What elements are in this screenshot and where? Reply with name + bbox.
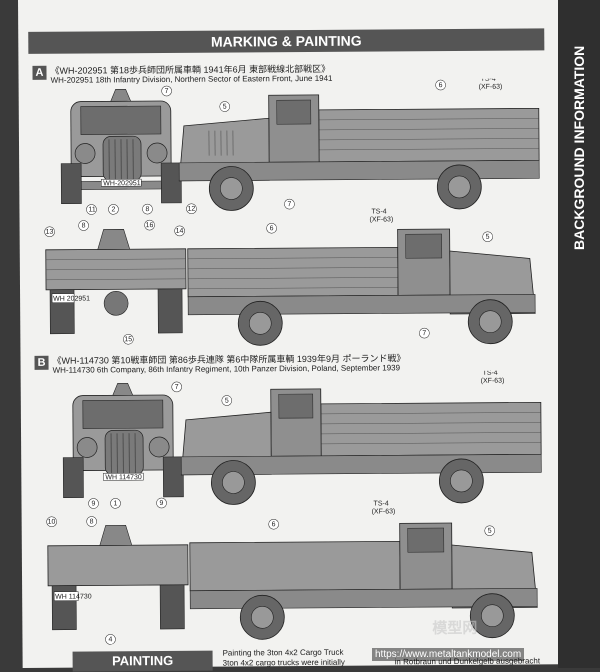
callout-2: 2	[111, 206, 115, 213]
callout-5: 5	[223, 104, 227, 111]
callout-8b: 8	[82, 223, 86, 230]
callout-8c: 8	[90, 518, 94, 525]
painting-text-line1: Painting the 3ton 4x2 Cargo Truck	[223, 648, 344, 658]
side-tab-label: BACKGROUND INFORMATION	[558, 0, 600, 260]
ts-label-b: TS-4	[483, 370, 498, 377]
callout-5b: 5	[486, 234, 490, 241]
ts-label-b2: TS-4	[374, 500, 389, 507]
callout-8: 8	[145, 206, 149, 213]
section-a-letter: A	[32, 66, 46, 80]
callout-14: 14	[176, 228, 184, 235]
truck-a-front-view: WH-202951 11 2 8 12 7	[61, 86, 197, 215]
callout-15: 15	[124, 336, 132, 343]
truck-a-side-view-left: 5 6 7 TS-4 (XF-63)	[179, 78, 540, 211]
section-b-drawings: WH 114730 9 1 9 7 5 TS-4 (XF-63) WH 1147…	[21, 370, 563, 654]
xf-label-a2: (XF-63)	[370, 216, 394, 223]
callout-6b: 6	[270, 225, 274, 232]
callout-12: 12	[187, 206, 195, 213]
callout-5c: 5	[225, 398, 229, 405]
callout-6c: 6	[272, 521, 276, 528]
callout-16: 16	[146, 222, 154, 229]
painting-banner: PAINTING	[73, 651, 213, 672]
callout-7: 7	[165, 88, 169, 95]
callout-5d: 5	[488, 528, 492, 535]
callout-10: 10	[48, 519, 56, 526]
watermark: 模型网	[432, 617, 477, 638]
callout-9b: 9	[159, 500, 163, 507]
callout-9: 9	[91, 500, 95, 507]
callout-6: 6	[439, 82, 443, 89]
plate-a-rear: WH 202951	[53, 296, 90, 303]
truck-a-side-view-right: 6 5 7 TS-4 (XF-63)	[187, 207, 535, 345]
instruction-sheet: MARKING & PAINTING A 《WH-202951 第18歩兵師団所…	[18, 0, 563, 668]
callout-7d: 7	[175, 384, 179, 391]
painting-text-line2: 3ton 4x2 cargo trucks were initially	[223, 658, 345, 668]
callout-7b: 7	[287, 201, 291, 208]
truck-b-side-view-left: 5 TS-4 (XF-63)	[181, 370, 542, 505]
truck-b-front-view: WH 114730 9 1 9 7	[63, 382, 184, 509]
ts-label-a2: TS-4	[371, 208, 386, 215]
marking-painting-banner: MARKING & PAINTING	[28, 28, 544, 54]
section-a-drawings: WH-202951 11 2 8 12 7 5 6 7 TS-4 (XF-63)	[19, 78, 561, 352]
callout-11: 11	[88, 206, 95, 213]
callout-1: 1	[113, 500, 117, 507]
callout-13: 13	[46, 229, 54, 236]
ts-label-a: TS-4	[481, 78, 496, 83]
xf-label-a: (XF-63)	[479, 84, 503, 91]
section-b-letter: B	[34, 356, 48, 370]
truck-a-rear-view: WH 202951 13 8 16 14 15	[45, 220, 187, 345]
callout-7c: 7	[422, 330, 426, 337]
xf-label-b2: (XF-63)	[372, 508, 396, 515]
footer-url[interactable]: https://www.metaltankmodel.com	[372, 648, 524, 661]
plate-a-front: WH-202951	[103, 180, 141, 187]
side-tab: BACKGROUND INFORMATION	[558, 0, 600, 668]
background-information-text: BACKGROUND INFORMATION	[571, 46, 587, 250]
plate-b-rear: WH 114730	[55, 593, 92, 600]
truck-b-side-view-right: 6 5 TS-4 (XF-63)	[190, 499, 538, 639]
xf-label-b: (XF-63)	[481, 378, 505, 385]
plate-b-front: WH 114730	[105, 474, 142, 481]
callout-4: 4	[108, 636, 112, 643]
truck-b-rear-view: WH 114730 10 8 4	[47, 516, 189, 645]
